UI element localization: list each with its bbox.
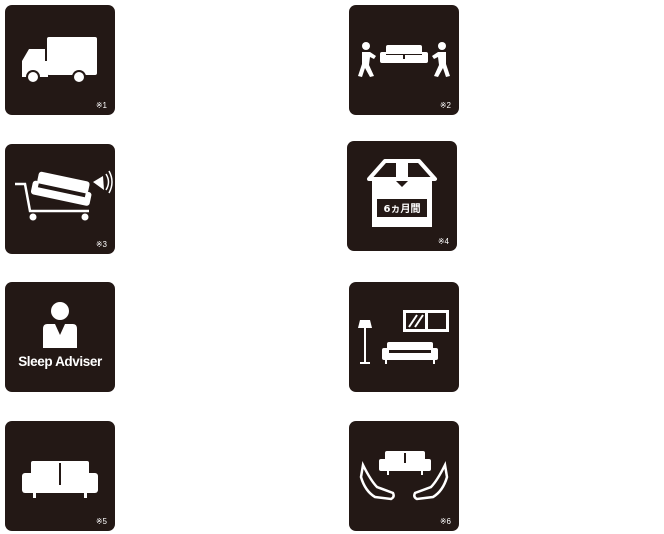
delivery-truck-icon — [22, 37, 97, 84]
service-tile-take-back: ※3 — [5, 144, 115, 254]
room-coordination-icon — [358, 310, 449, 364]
sleep-adviser-icon — [43, 302, 77, 348]
sofa-icon — [22, 461, 98, 498]
box-period-label: 6ヵ月間 — [384, 203, 421, 215]
two-people-carrying-sofa-icon — [358, 42, 450, 77]
service-tile-sofa: ※5 — [5, 421, 115, 531]
storage-box-icon: 6ヵ月間 — [367, 159, 437, 227]
hands-holding-sofa-icon — [359, 451, 449, 501]
footnote-mark: ※4 — [437, 237, 449, 246]
service-tile-care: ※6 — [349, 421, 459, 531]
footnote-mark: ※1 — [95, 101, 107, 110]
service-tile-room-coordination — [349, 282, 459, 392]
footnote-mark: ※3 — [95, 240, 107, 249]
service-tile-sleep-adviser: Sleep Adviser — [5, 282, 115, 392]
footnote-mark: ※6 — [439, 517, 451, 526]
service-tile-storage: 6ヵ月間 ※4 — [347, 141, 457, 251]
service-tile-delivery: ※1 — [5, 5, 115, 115]
sofa-on-cart-icon — [15, 170, 113, 221]
footnote-mark: ※2 — [439, 101, 451, 110]
service-tile-carry-in: ※2 — [349, 5, 459, 115]
footnote-mark: ※5 — [95, 517, 107, 526]
sleep-adviser-label: Sleep Adviser — [18, 354, 102, 369]
